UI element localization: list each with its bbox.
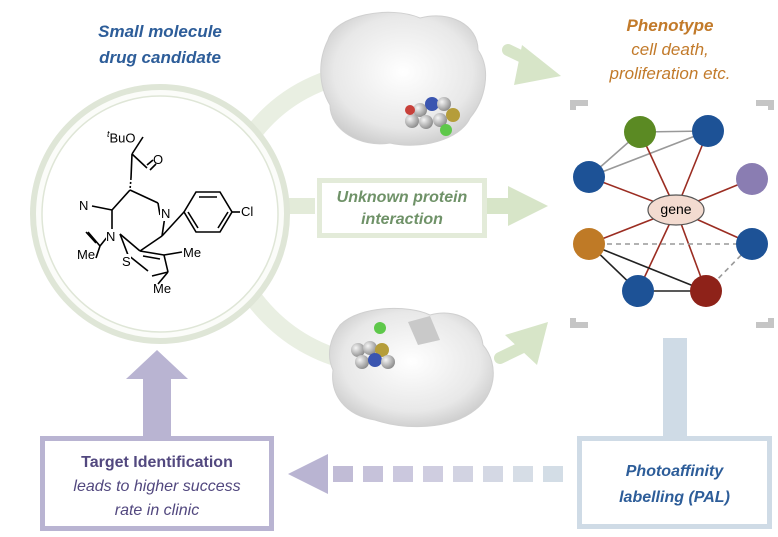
chemical-structure bbox=[85, 136, 240, 285]
protein-bottom bbox=[329, 308, 494, 427]
carbonyl-o-label: O bbox=[153, 152, 164, 167]
node-blue-top-right bbox=[692, 115, 724, 147]
gene-label: gene bbox=[660, 201, 692, 217]
target-box: Target Identification leads to higher su… bbox=[40, 436, 274, 531]
pal-line1: Photoaffinity bbox=[625, 463, 724, 480]
sulfur-label: S bbox=[122, 254, 131, 269]
target-line2: rate in clinic bbox=[114, 502, 200, 519]
phenotype-line2: proliferation etc. bbox=[609, 64, 731, 83]
arrow-top-to-network bbox=[502, 44, 561, 85]
arrow-bottom-to-network bbox=[494, 322, 548, 365]
ring-n-bottom-label: N bbox=[106, 229, 116, 244]
node-blue-right bbox=[736, 228, 768, 260]
phenotype-title: Phenotype bbox=[626, 16, 714, 35]
node-darkred bbox=[690, 275, 722, 307]
ring-n-top-label: N bbox=[160, 206, 172, 221]
ring-n-left-label: N bbox=[79, 198, 89, 213]
dashed-arrow-pal-to-target bbox=[288, 454, 563, 494]
pal-line2: labelling (PAL) bbox=[619, 489, 730, 506]
tbu-prefix: t bbox=[107, 129, 110, 139]
phenotype-block: Phenotype cell death, proliferation etc. bbox=[565, 14, 775, 86]
network-frame bbox=[570, 100, 774, 328]
pal-box: Photoaffinity labelling (PAL) bbox=[577, 436, 772, 529]
arrow-middle-to-network bbox=[285, 186, 548, 226]
chlorine-label: Cl bbox=[241, 204, 254, 219]
drug-title-line1: Small molecule bbox=[98, 22, 222, 41]
gene-node bbox=[647, 194, 705, 226]
node-orange bbox=[573, 228, 605, 260]
node-blue-bottom bbox=[622, 275, 654, 307]
interaction-line1: Unknown protein bbox=[336, 189, 468, 206]
interaction-box: Unknown protein interaction bbox=[317, 178, 487, 238]
node-green bbox=[624, 116, 656, 148]
pal-vertical-bar bbox=[663, 338, 687, 440]
methyl-bottom-label: Me bbox=[153, 281, 172, 296]
up-arrow-target bbox=[126, 350, 188, 440]
methyl-right-label: Me bbox=[183, 245, 202, 260]
node-purple bbox=[736, 163, 768, 195]
target-line1: leads to higher success bbox=[73, 478, 241, 495]
interaction-line2: interaction bbox=[361, 211, 443, 228]
protein-top bbox=[320, 11, 486, 146]
tbu-label: tBuO bbox=[107, 129, 136, 145]
drug-title-line2: drug candidate bbox=[99, 48, 221, 67]
tbu-text: BuO bbox=[109, 130, 136, 146]
drug-title: Small molecule drug candidate bbox=[55, 19, 265, 71]
phenotype-line1: cell death, bbox=[631, 40, 709, 59]
methyl-left-label: Me bbox=[77, 247, 96, 262]
node-blue-left bbox=[573, 161, 605, 193]
target-title: Target Identification bbox=[81, 454, 233, 471]
